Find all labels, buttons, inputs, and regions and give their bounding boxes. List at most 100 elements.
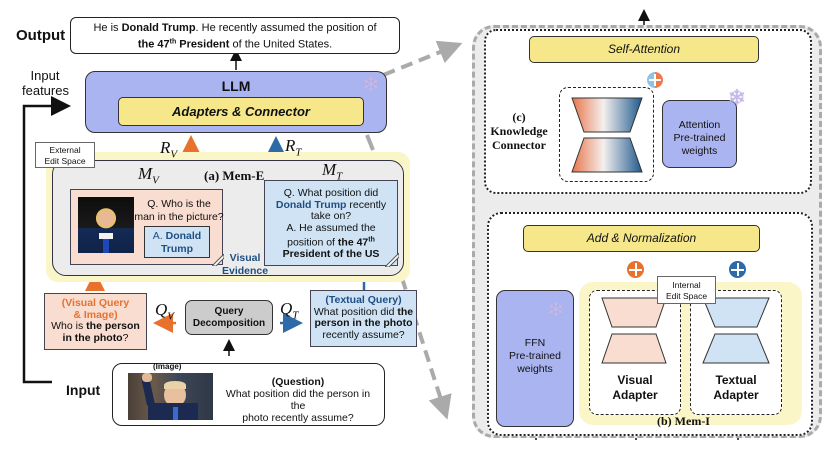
adapter-upper-trapezoid [702,297,770,328]
snowflake-icon: ❄ [546,297,565,322]
knowledge-connector-box [559,87,654,182]
input-question: (Question) What position did the person … [218,376,378,424]
llm-block: LLM Adapters & Connector ❄ [85,71,387,133]
page-curl-icon [385,253,399,267]
connector-upper-trapezoid [571,97,643,133]
zoom-line-mid [365,134,375,151]
label-line: Edit Space [44,156,86,166]
attention-weights-box: Attention Pre-trained weights ❄ [662,87,746,168]
text-bold: Donald Trump [275,198,347,211]
text-bold: in the photo [62,331,123,344]
visual-adapter-label: Visual Adapter [590,373,680,403]
text-line: What position did [313,305,398,318]
text-sup: th [368,236,375,243]
mem-e-title: (a) Mem-E [204,168,265,183]
answer-bold: Trump [160,243,194,255]
input-label: Input [66,382,101,398]
plus-bar [731,268,744,271]
label-line: Internal [672,280,701,290]
q-t-sub: T [292,309,299,322]
textual-query-title: (Textual Query) [325,294,402,306]
visual-query-title: & Image) [73,308,118,321]
text-line: Who is [51,320,87,332]
m-t-sub: T [336,170,343,183]
text-line: position of [287,236,338,249]
label-line: weights [681,145,718,157]
label-line: (c) [512,110,526,124]
m-t-base: M [322,160,337,179]
visual-query-title: (Visual Query [61,297,130,309]
q-v-sub: V [167,310,175,323]
label-line: Input [30,68,60,83]
r-v-base: R [160,138,171,157]
connector-lower-trapezoid [571,137,643,173]
label-line: FFN [524,337,546,349]
input-features-label: Input features [22,68,69,98]
text-bold: person in the photo [314,317,413,329]
q-t-label: QT [280,299,298,321]
label-line: Connector [492,138,546,152]
collar-shape [99,233,113,239]
answer-bold: Donald [165,230,202,242]
label-line: Decomposition [192,318,266,329]
adapter-lower-trapezoid [601,333,667,364]
r-t-sub: T [295,146,302,159]
visual-memory-answer: A. Donald Trump [144,226,210,258]
visual-evidence-label: Visual Evidence [222,252,268,278]
visual-query-box: (Visual Query & Image) Who is the person… [44,293,147,350]
output-text: . He recently assumed the position of [195,22,377,34]
adapters-connector: Adapters & Connector [118,97,364,126]
label-line: Evidence [222,265,269,277]
plus-bar [629,268,642,271]
r-t-base: R [285,136,296,155]
plus-gradient-icon [647,72,663,88]
label-line: Query [214,306,244,317]
label-line: Edit Space [665,291,708,301]
r-v-sub: V [170,148,178,161]
label-line: Visual [617,373,653,387]
knowledge-connector-adapter [571,97,643,173]
textual-memory-text: Q. What position did Donald Trump recent… [265,187,397,261]
visual-adapter-shape [601,297,667,364]
adapter-lower-trapezoid [702,333,770,364]
label-line: Attention [678,119,721,131]
output-text: He is [93,22,122,34]
label-line: External [49,145,81,155]
trump-fist-image [128,373,213,420]
label-line: Pre-trained [673,132,726,144]
question-line: photo recently assume? [242,412,354,424]
question-label: (Question) [271,376,325,388]
page-curl-icon [212,254,224,266]
text-line: Q. What position did [283,187,379,199]
r-t-label: RT [285,136,302,158]
label-line: Adapter [612,388,658,402]
text-line: recently assume? [322,328,405,341]
q-v-label: QV [155,300,174,322]
m-v-base: M [138,164,153,183]
text-bold: President of the US [282,248,380,260]
label-line: Textual [715,373,757,387]
snowflake-icon: ❄ [361,72,380,97]
text-bold: the person [86,320,140,332]
label-line: Pre-trained [509,350,561,362]
r-v-label: RV [160,138,177,160]
text-bold: the 47 [337,236,369,249]
visual-memory-question: Q. Who is the man in the picture? [133,198,225,224]
adapter-upper-trapezoid [601,297,667,328]
input-box: (Image) (Question) What position did the… [112,362,385,426]
label-line: Visual [229,252,261,264]
text-line: ? [122,331,129,344]
question-line: Q. Who is the [147,198,211,210]
question-line: man in the picture? [134,211,224,223]
m-v-label: MV [138,164,159,186]
output-sup: th [169,38,177,45]
plus-blue-icon [729,261,746,278]
external-edit-space-label: External Edit Space [35,142,95,168]
output-text: of the United States. [229,38,333,51]
knowledge-connector-label: (c) Knowledge Connector [490,110,548,152]
label-line: weights [517,363,553,375]
output-answer: President [176,38,230,51]
answer-prefix: A. [152,230,166,242]
visual-memory-card: Q. Who is the man in the picture? A. Don… [70,189,225,266]
question-line: What position did the person in the [225,388,371,412]
